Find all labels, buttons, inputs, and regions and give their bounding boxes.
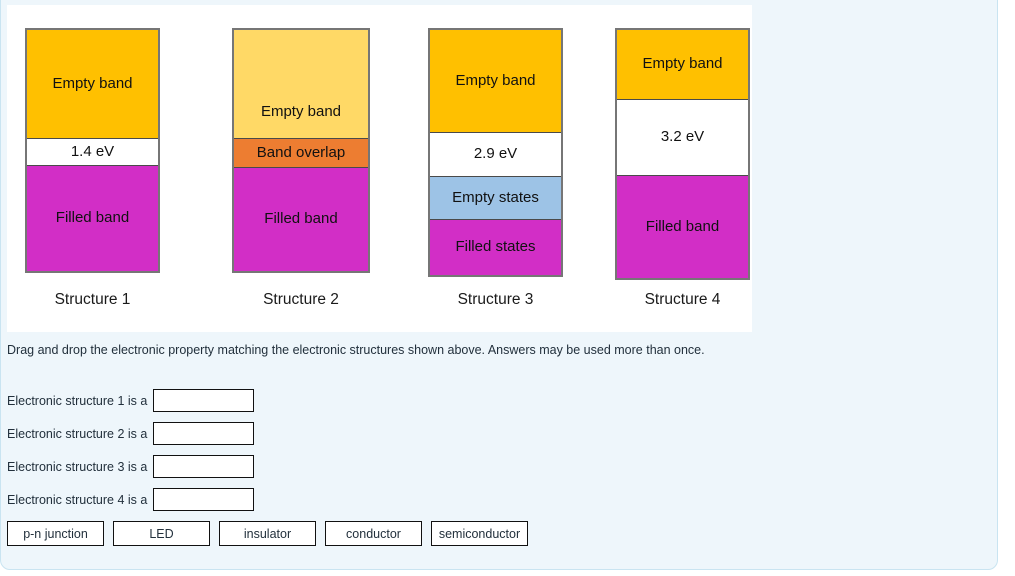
band-segment-label: Filled band xyxy=(264,210,338,228)
answer-row-1: Electronic structure 1 is a xyxy=(7,389,255,412)
answer-row-3: Electronic structure 3 is a xyxy=(7,455,255,478)
band-segment-label: Filled states xyxy=(455,238,536,256)
band-segment-label: Empty band xyxy=(642,55,723,73)
band-segment: 3.2 eV xyxy=(617,99,748,175)
answer-label: Electronic structure 4 is a xyxy=(7,492,148,507)
structure-4-box: Empty band 3.2 eV Filled band xyxy=(615,28,750,280)
band-segment-label: Empty states xyxy=(452,188,539,206)
chip-tray: p-n junction LED insulator conductor semicon… xyxy=(7,521,528,546)
answer-dropzone-2[interactable] xyxy=(153,422,255,445)
band-segment-label: Empty band xyxy=(455,71,536,89)
band-segment-label: 2.9 eV xyxy=(473,145,518,163)
band-segment: Empty band xyxy=(234,30,368,138)
answer-label: Electronic structure 3 is a xyxy=(7,459,148,474)
chip-semiconductor[interactable]: semiconductor xyxy=(431,521,528,546)
band-segment-label: Filled band xyxy=(645,217,720,235)
band-segment: Empty band xyxy=(617,30,748,99)
band-segment-label: 1.4 eV xyxy=(70,142,115,160)
band-segment-label: Empty band xyxy=(260,102,342,120)
band-segment: 2.9 eV xyxy=(430,132,561,176)
instruction-text: Drag and drop the electronic property ma… xyxy=(7,343,705,357)
chip-insulator[interactable]: insulator xyxy=(219,521,316,546)
band-segment: Band overlap xyxy=(234,138,368,167)
band-segment-label: Band overlap xyxy=(256,143,346,161)
structure-caption: Structure 2 xyxy=(263,291,339,308)
answer-label: Electronic structure 1 is a xyxy=(7,393,148,408)
answer-label: Electronic structure 2 is a xyxy=(7,426,148,441)
chip-conductor[interactable]: conductor xyxy=(325,521,422,546)
band-segment: Filled band xyxy=(27,165,158,271)
band-segment: Filled band xyxy=(617,175,748,278)
band-segment-label: Filled band xyxy=(55,209,130,227)
structure-caption: Structure 3 xyxy=(457,291,534,308)
chip-led[interactable]: LED xyxy=(113,521,210,546)
answer-dropzone-4[interactable] xyxy=(153,488,255,511)
band-segment: Empty band xyxy=(430,30,561,132)
band-segment: Filled states xyxy=(430,219,561,275)
structure-1-box: Empty band 1.4 eV Filled band xyxy=(25,28,160,273)
structure-caption: Structure 1 xyxy=(54,291,131,308)
band-segment-label: 3.2 eV xyxy=(660,128,705,146)
structure-caption: Structure 4 xyxy=(644,291,721,308)
band-segment: Empty band xyxy=(27,30,158,138)
chip-p-n-junction[interactable]: p-n junction xyxy=(7,521,104,546)
answer-row-2: Electronic structure 2 is a xyxy=(7,422,255,445)
answer-dropzone-3[interactable] xyxy=(153,455,255,478)
band-segment: 1.4 eV xyxy=(27,138,158,165)
band-segment-label: Empty band xyxy=(52,74,133,92)
band-segment: Empty states xyxy=(430,176,561,219)
answer-row-4: Electronic structure 4 is a xyxy=(7,488,255,511)
band-segment: Filled band xyxy=(234,167,368,271)
answer-dropzone-1[interactable] xyxy=(153,389,255,412)
